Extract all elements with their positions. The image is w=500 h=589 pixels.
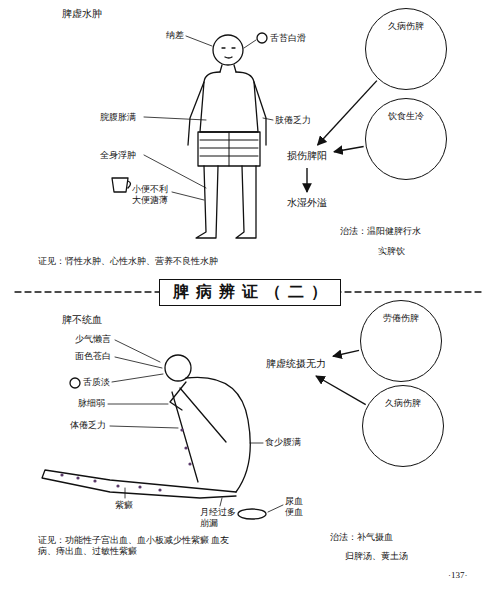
symptom-label: 体倦乏力 <box>70 420 106 431</box>
leader-line <box>172 192 204 200</box>
symptom-label: 脉细弱 <box>78 398 105 409</box>
purpura-spots <box>60 428 191 491</box>
cup-icon <box>112 178 131 192</box>
node-text: 久病伤脾 <box>363 386 443 409</box>
leader-line <box>244 40 256 48</box>
symptom-label: 舌苔白滑 <box>270 33 306 44</box>
treatment-label: 治法：补气摄血 <box>330 532 393 543</box>
leader-line <box>220 498 222 506</box>
formula-label: 归脾汤、黄土汤 <box>345 551 408 562</box>
symptom-label: 肢倦乏力 <box>275 115 311 126</box>
woman-bent-leg <box>172 388 226 482</box>
process-text: 损伤脾阳 <box>283 148 331 165</box>
man-torso <box>200 72 258 132</box>
arrow-connector <box>316 376 366 405</box>
man-face <box>222 48 235 58</box>
man-neck <box>220 65 236 72</box>
process-text: 脾虚统摄无力 <box>262 356 330 373</box>
leader-line <box>263 118 273 120</box>
arrow-connector <box>333 350 359 356</box>
node-text: 劳倦伤脾 <box>361 301 441 324</box>
node-text: 久病伤脾 <box>366 9 446 32</box>
symptom-label: 少气懒言 <box>75 334 111 345</box>
node-text: 脾虚统摄无力 <box>265 358 327 370</box>
section-heading: 脾不统血 <box>62 314 102 327</box>
cause-circle: 久病伤脾 <box>365 8 447 90</box>
tongue-icon <box>257 33 267 43</box>
woman-head <box>165 355 191 381</box>
man-head <box>213 35 243 65</box>
symptom-label: 脘腹胀满 <box>100 112 136 123</box>
chapter-title: 脾病辨证（二） <box>159 279 341 306</box>
leader-line <box>250 443 263 444</box>
arrow-connector <box>334 146 364 151</box>
shorts-stripes <box>200 132 258 166</box>
leader-line <box>125 488 126 498</box>
symptom-label: 月经过多 崩漏 <box>200 507 240 530</box>
symptom-label: 纳差 <box>166 30 184 41</box>
cause-circle: 久病伤脾 <box>362 385 444 467</box>
leader-line <box>268 505 283 512</box>
page-number: ·137· <box>448 570 468 581</box>
leader-line <box>112 374 163 382</box>
symptom-label: 舌质淡 <box>83 377 110 388</box>
disease-list: 证见：功能性子宫出血、血小板减少性紫癜 血友病、痔出血、过敏性紫癜 <box>38 535 243 558</box>
symptom-label: 全身浮肿 <box>100 150 136 161</box>
disease-list: 证见：肾性水肿、心性水肿、营养不良性水肿 <box>38 256 218 267</box>
cause-circle: 劳倦伤脾 <box>360 300 442 382</box>
man-arms <box>188 82 266 145</box>
section-heading: 脾虚水肿 <box>62 8 102 21</box>
leader-line <box>115 357 162 368</box>
woman-arm <box>170 382 186 410</box>
treatment-label: 治法：温阳健脾行水 <box>340 226 421 237</box>
woman-extended-leg <box>42 470 236 498</box>
symptom-label: 小便不利 大便溏薄 <box>132 184 172 207</box>
node-text: 水湿外溢 <box>286 197 328 209</box>
symptom-label: 尿血 便血 <box>285 496 305 519</box>
leader-line <box>186 36 212 46</box>
node-text: 损伤脾阳 <box>286 150 328 162</box>
slipper <box>238 509 266 519</box>
man-shorts <box>198 132 260 166</box>
leader-line <box>108 404 168 405</box>
node-text: 饮食生冷 <box>366 99 446 122</box>
leader-line <box>110 426 178 428</box>
formula-label: 实脾饮 <box>378 246 405 257</box>
arrow-connector <box>306 168 307 192</box>
symptom-label: 食少腹满 <box>265 437 301 448</box>
process-text: 水湿外溢 <box>283 195 331 212</box>
man-legs <box>196 166 256 238</box>
cause-circle: 饮食生冷 <box>365 98 447 180</box>
symptom-label: 面色苍白 <box>75 351 111 362</box>
leader-line <box>144 117 206 120</box>
symptom-label: 紫癜 <box>115 500 133 511</box>
tongue-icon <box>70 378 80 388</box>
leader-line <box>144 155 206 188</box>
